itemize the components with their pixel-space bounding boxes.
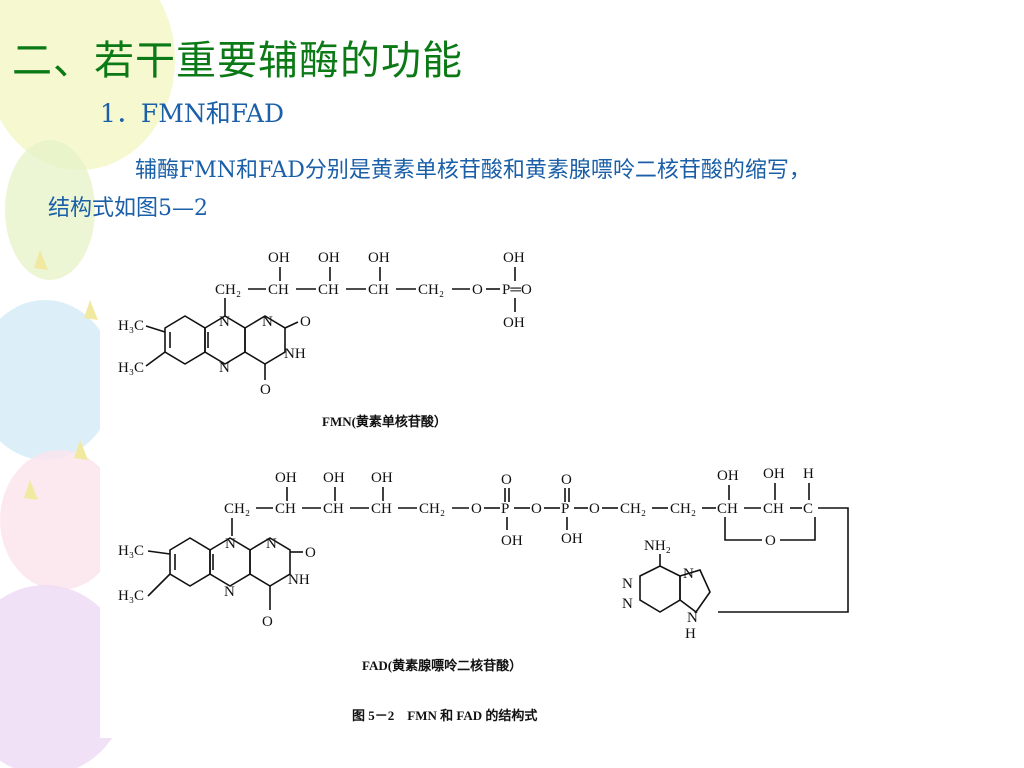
fad-h: H [803, 466, 814, 482]
fad-oh-7: OH [561, 531, 583, 547]
fad-structure: OH OH OH O O OH OH H CH₂ CH CH CH CH₂ O … [118, 466, 849, 673]
fmn-caption: FMN(黄素单核苷酸） [322, 414, 447, 429]
fad-o-top-2: O [561, 472, 572, 488]
fmn-ch-3: CH [368, 282, 389, 298]
fad-o-2: O [531, 501, 542, 517]
figure-caption: 图 5－2 FMN 和 FAD 的结构式 [352, 708, 537, 723]
fad-ch2-3: CH₂ [620, 501, 646, 517]
fad-c: C [803, 501, 813, 517]
fad-ch-5: CH [763, 501, 784, 517]
fmn-h3c-2: H₃C [118, 360, 144, 376]
fad-o-c2: O [305, 545, 316, 561]
fad-oh-2: OH [323, 470, 345, 486]
fmn-oh-5: OH [503, 315, 525, 331]
fad-oh-4: OH [717, 468, 739, 484]
fad-adenine-n-1: N [622, 576, 633, 592]
fad-n-5: N [224, 584, 235, 600]
fmn-o-4: O [260, 382, 271, 398]
fad-o-ring: O [765, 533, 776, 549]
fmn-h3c-1: H₃C [118, 318, 144, 334]
fad-nh2: NH₂ [644, 538, 671, 554]
fmn-oh-3: OH [368, 250, 390, 266]
section-subtitle: 1．FMN和FAD [100, 99, 284, 128]
fmn-structure: OH OH OH OH CH₂ CH CH CH CH₂ O P═O OH N … [118, 250, 532, 429]
fad-oh-6: OH [501, 533, 523, 549]
fad-p-2: P [561, 501, 569, 517]
fmn-n-5: N [219, 360, 230, 376]
fad-ch-1: CH [275, 501, 296, 517]
fmn-o: O [472, 282, 483, 298]
fad-p-1: P [501, 501, 509, 517]
fmn-ch2-1: CH₂ [215, 282, 241, 298]
fad-adenine-n-9: N [687, 610, 698, 626]
fmn-oh-2: OH [318, 250, 340, 266]
fmn-n-1: N [262, 314, 273, 330]
fad-n-10: N [225, 536, 236, 552]
paragraph-line-2: 结构式如图5—2 [48, 196, 208, 221]
fad-ch-4: CH [717, 501, 738, 517]
paragraph-line-1: 辅酶FMN和FAD分别是黄素单核苷酸和黄素腺嘌呤二核苷酸的缩写， [135, 158, 811, 183]
fad-ch2-1: CH₂ [224, 501, 250, 517]
fmn-nh: NH [284, 346, 306, 362]
fad-o-3: O [589, 501, 600, 517]
fad-adenine-h: H [685, 626, 696, 642]
fmn-ch-1: CH [268, 282, 289, 298]
fad-n-1: N [266, 536, 277, 552]
fad-ch2-4: CH₂ [670, 501, 696, 517]
fad-adenine-n-7: N [683, 566, 694, 582]
fmn-n-10: N [219, 314, 230, 330]
fad-h3c-1: H₃C [118, 543, 144, 559]
fad-o-top-1: O [501, 472, 512, 488]
fmn-oh-1: OH [268, 250, 290, 266]
fad-ch2-2: CH₂ [419, 501, 445, 517]
fad-nh: NH [288, 572, 310, 588]
slide-title: 二、若干重要辅酶的功能 [12, 38, 463, 84]
fmn-o-2: O [300, 314, 311, 330]
fad-oh-3: OH [371, 470, 393, 486]
fad-h3c-2: H₃C [118, 588, 144, 604]
fad-ch-3: CH [371, 501, 392, 517]
fad-o-c4: O [262, 614, 273, 630]
fad-o-1: O [471, 501, 482, 517]
fmn-oh-4: OH [503, 250, 525, 266]
fad-adenine-n-3: N [622, 596, 633, 612]
fad-oh-1: OH [275, 470, 297, 486]
figure-background [100, 238, 860, 738]
fad-caption: FAD(黄素腺嘌呤二核苷酸） [362, 658, 522, 673]
fmn-ch2-2: CH₂ [418, 282, 444, 298]
fmn-ch-2: CH [318, 282, 339, 298]
fad-oh-5: OH [763, 466, 785, 482]
fad-ch-2: CH [323, 501, 344, 517]
fmn-p-double-o: P═O [502, 282, 532, 298]
